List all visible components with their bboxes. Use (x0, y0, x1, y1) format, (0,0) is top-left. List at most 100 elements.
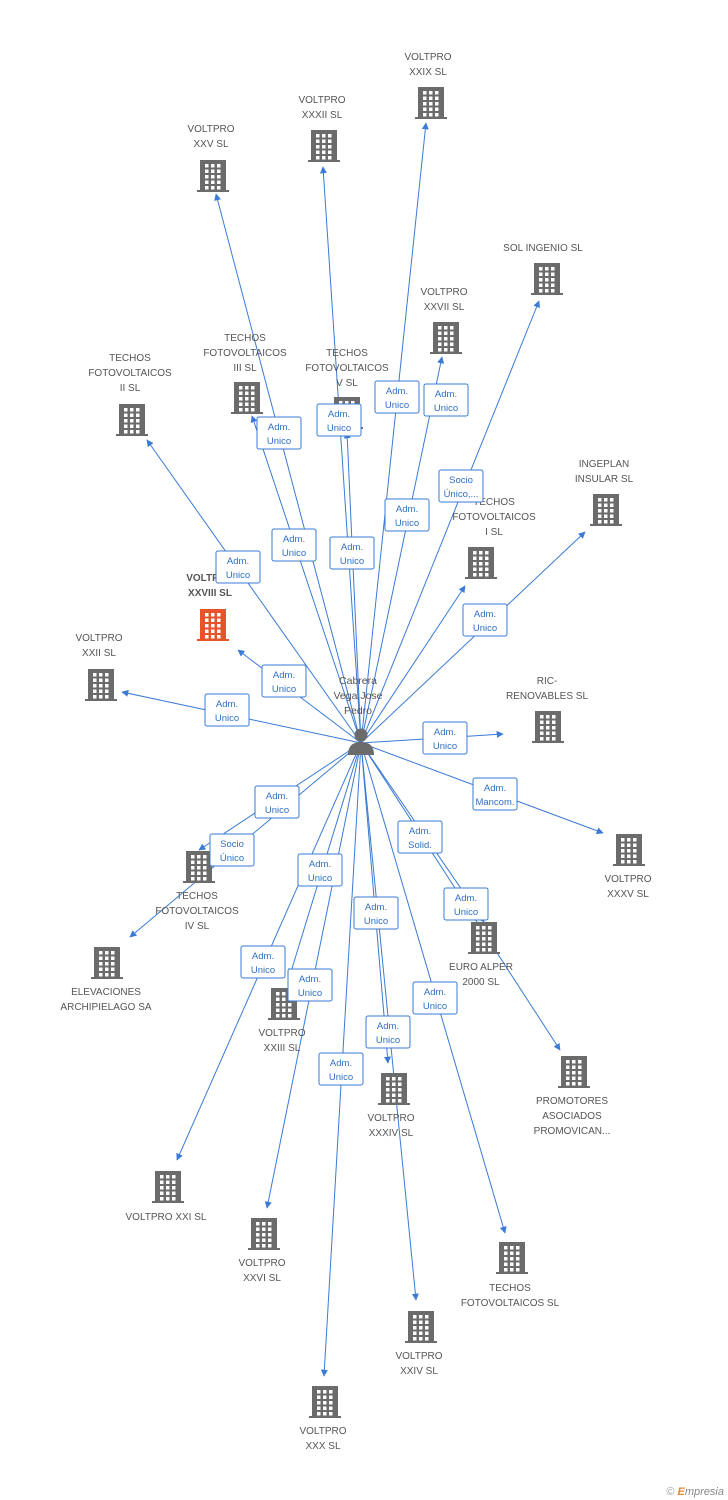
building-icon[interactable] (532, 711, 564, 743)
company-node-ingeplan[interactable]: INGEPLAN INSULAR SL (575, 459, 634, 526)
company-label: XXX SL (305, 1441, 340, 1452)
role-label-sol-ingenio[interactable]: SocioÚnico,... (438, 469, 484, 503)
role-label-voltpro-xxvii[interactable]: Adm.Unico (374, 380, 420, 414)
role-text: Adm. (396, 504, 418, 515)
company-label: VOLTPRO (604, 874, 651, 885)
role-text: Adm. (266, 791, 288, 802)
building-icon[interactable] (405, 1311, 437, 1343)
building-icon[interactable] (496, 1242, 528, 1274)
building-icon[interactable] (415, 87, 447, 119)
building-icon[interactable] (558, 1056, 590, 1088)
company-label: INGEPLAN (579, 459, 630, 470)
company-label: XXII SL (82, 648, 116, 659)
building-icon[interactable] (378, 1073, 410, 1105)
building-icon[interactable] (465, 547, 497, 579)
building-icon[interactable] (531, 263, 563, 295)
company-label: XXXII SL (302, 110, 343, 121)
role-label-techos-ii[interactable]: Adm.Unico (215, 550, 261, 584)
role-label-techos-sl[interactable]: Adm.Unico (412, 981, 458, 1015)
company-label: VOLTPRO (395, 1351, 442, 1362)
role-label-voltpro-xxvi[interactable]: Adm.Unico (287, 968, 333, 1002)
role-label-voltpro-xxxv[interactable]: Adm.Mancom. (472, 777, 518, 811)
building-icon[interactable] (248, 1218, 280, 1250)
building-icon[interactable] (268, 988, 300, 1020)
company-node-ric-renovables[interactable]: RIC-RENOVABLES SL (506, 676, 589, 743)
building-icon[interactable] (309, 1386, 341, 1418)
building-icon[interactable] (91, 947, 123, 979)
building-icon[interactable] (116, 404, 148, 436)
building-icon[interactable] (197, 160, 229, 192)
company-node-voltpro-xxi[interactable]: VOLTPRO XXI SL (126, 1171, 207, 1223)
building-icon[interactable] (197, 609, 229, 641)
role-text: Adm. (424, 987, 446, 998)
role-text: Unico (215, 713, 239, 724)
role-label-techos-v[interactable]: Adm.Unico (329, 536, 375, 570)
role-label-voltpro-xxix[interactable]: Adm.Unico (423, 383, 469, 417)
building-icon[interactable] (85, 669, 117, 701)
building-icon[interactable] (590, 494, 622, 526)
building-icon[interactable] (231, 382, 263, 414)
role-label-voltpro-xxxii[interactable]: Adm.Unico (316, 403, 362, 437)
role-label-techos-i[interactable]: Adm.Unico (384, 498, 430, 532)
company-label: V SL (336, 378, 358, 389)
role-label-voltpro-xxiii[interactable]: Adm.Unico (297, 853, 343, 887)
role-label-techos-iii[interactable]: Adm.Unico (271, 528, 317, 562)
role-text: Adm. (273, 670, 295, 681)
role-label-voltpro-xxxiv[interactable]: Adm.Unico (353, 896, 399, 930)
role-label-voltpro-xxi[interactable]: Adm.Unico (240, 945, 286, 979)
role-text: Adm. (227, 556, 249, 567)
role-text: Adm. (268, 422, 290, 433)
building-icon[interactable] (468, 922, 500, 954)
company-label: INSULAR SL (575, 474, 634, 485)
role-label-voltpro-xxx[interactable]: Adm.Unico (318, 1052, 364, 1086)
role-text: Unico (329, 1072, 353, 1083)
role-label-ingeplan[interactable]: Adm.Unico (462, 603, 508, 637)
role-label-techos-iv[interactable]: Adm.Unico (254, 785, 300, 819)
building-icon[interactable] (308, 130, 340, 162)
person-name: Vega Jose (333, 690, 382, 702)
role-label-ric-renovables[interactable]: Adm.Unico (422, 721, 468, 755)
company-label: XXVI SL (243, 1273, 281, 1284)
company-label: XXIII SL (264, 1043, 301, 1054)
building-icon[interactable] (183, 851, 215, 883)
role-label-promotores[interactable]: Adm.Solid. (397, 820, 443, 854)
role-text: Unico (364, 916, 388, 927)
building-icon[interactable] (152, 1171, 184, 1203)
role-label-voltpro-xxiv[interactable]: Adm.Unico (365, 1015, 411, 1049)
role-label-euro-alper[interactable]: Adm.Unico (443, 887, 489, 921)
role-text: Unico (298, 988, 322, 999)
company-node-voltpro-xxxv[interactable]: VOLTPRO XXXV SL (604, 834, 652, 900)
company-label: RIC- (537, 676, 558, 687)
company-label: III SL (233, 363, 257, 374)
company-label: XXXV SL (607, 889, 649, 900)
company-node-promotores[interactable]: PROMOTORESASOCIADOSPROMOVICAN... (534, 1056, 611, 1137)
role-label-voltpro-xxviii[interactable]: Adm.Unico (261, 664, 307, 698)
role-text: Unico (434, 403, 458, 414)
company-node-sol-ingenio[interactable]: SOL INGENIO SL (503, 243, 583, 295)
building-icon[interactable] (613, 834, 645, 866)
role-label-voltpro-xxii[interactable]: Adm.Unico (204, 693, 250, 727)
building-icon[interactable] (430, 322, 462, 354)
role-label-voltpro-xxv[interactable]: Adm.Unico (256, 416, 302, 450)
